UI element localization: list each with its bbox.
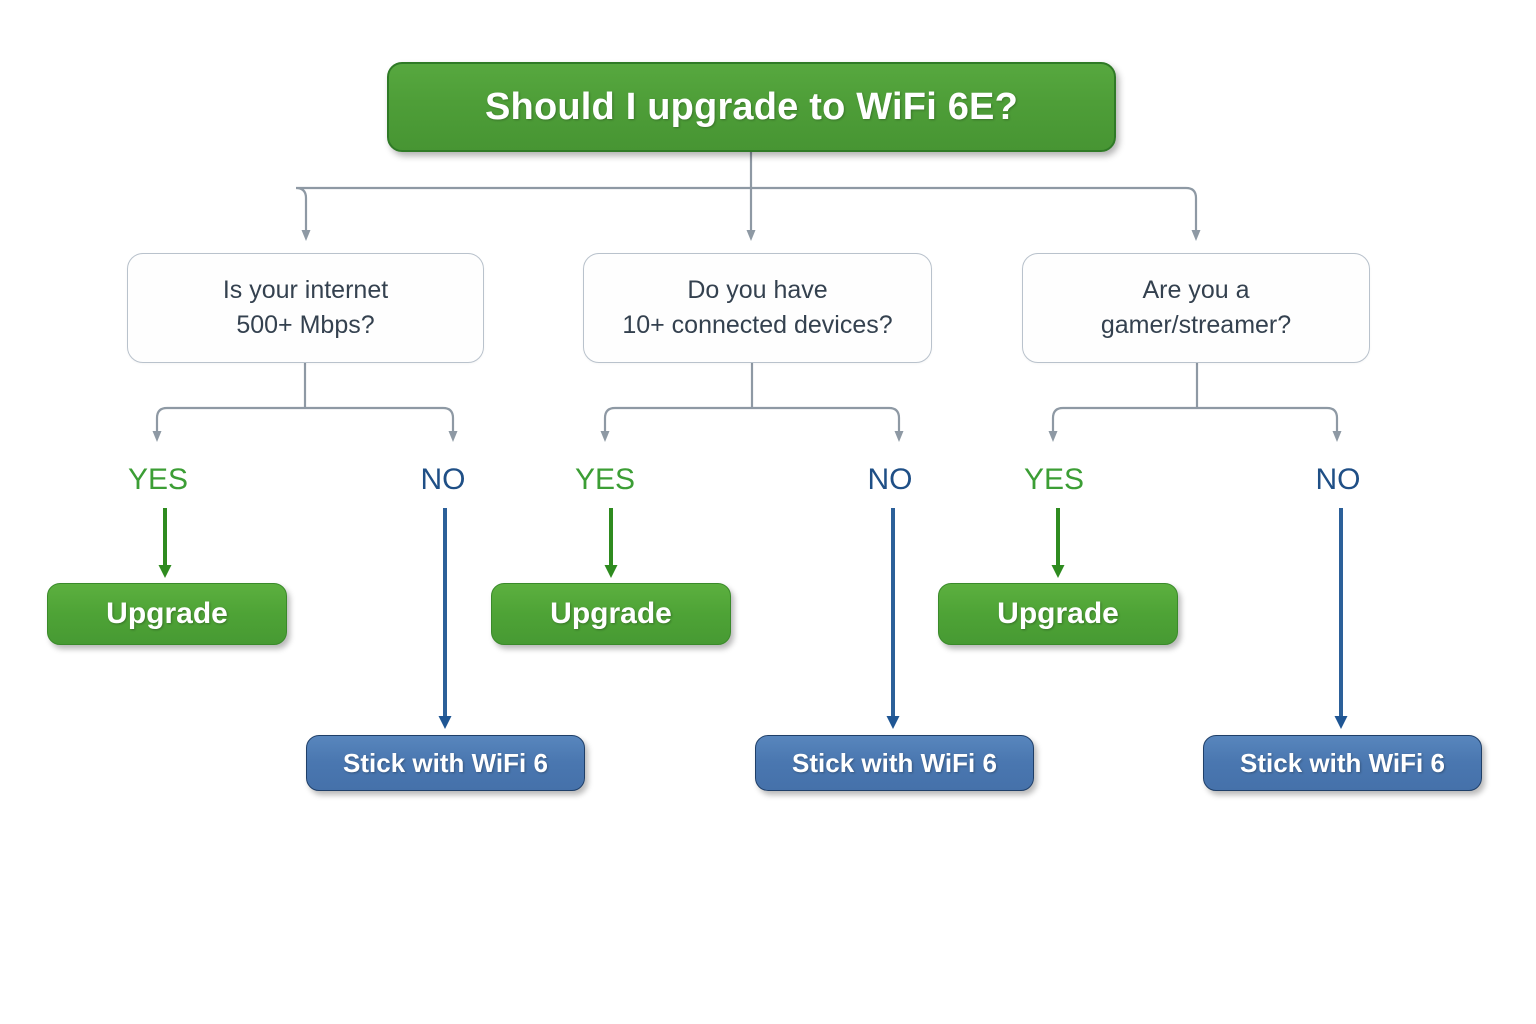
decision-node-line-2: 500+ Mbps? xyxy=(236,311,375,339)
outcome-node-label: Stick with WiFi 6 xyxy=(1240,747,1445,778)
root-node-should-i-upgrade[interactable]: Should I upgrade to WiFi 6E? xyxy=(387,62,1116,152)
branch-label-yes-3: YES xyxy=(1023,463,1085,496)
branch-label-yes-1: YES xyxy=(127,463,189,496)
decision-node-line-1: Do you have xyxy=(687,275,828,304)
branch-label-no-1: NO xyxy=(420,463,466,496)
decision-node-internet-speed[interactable]: Is your internet 500+ Mbps? xyxy=(127,253,484,363)
branch-label-no-2: NO xyxy=(867,463,913,496)
branch-label-no-3: NO xyxy=(1315,463,1361,496)
outcome-node-upgrade-1[interactable]: Upgrade xyxy=(47,583,287,645)
decision-node-gamer-streamer[interactable]: Are you a gamer/streamer? xyxy=(1022,253,1370,363)
root-node-label: Should I upgrade to WiFi 6E? xyxy=(484,85,1019,128)
decision-node-line-2: gamer/streamer? xyxy=(1100,311,1292,339)
outcome-node-stick-3[interactable]: Stick with WiFi 6 xyxy=(1203,735,1482,791)
decision-node-line-1: Is your internet xyxy=(222,275,389,304)
outcome-node-label: Stick with WiFi 6 xyxy=(343,747,548,778)
outcome-node-label: Stick with WiFi 6 xyxy=(792,747,997,778)
outcome-node-label: Upgrade xyxy=(997,597,1119,630)
decision-node-device-count[interactable]: Do you have 10+ connected devices? xyxy=(583,253,932,363)
decision-node-line-1: Are you a xyxy=(1142,275,1250,304)
outcome-node-upgrade-3[interactable]: Upgrade xyxy=(938,583,1178,645)
outcome-node-upgrade-2[interactable]: Upgrade xyxy=(491,583,731,645)
branch-label-yes-2: YES xyxy=(574,463,636,496)
outcome-node-label: Upgrade xyxy=(106,597,228,630)
outcome-node-label: Upgrade xyxy=(550,597,672,630)
decision-node-line-2: 10+ connected devices? xyxy=(622,311,893,339)
outcome-node-stick-2[interactable]: Stick with WiFi 6 xyxy=(755,735,1034,791)
outcome-node-stick-1[interactable]: Stick with WiFi 6 xyxy=(306,735,585,791)
